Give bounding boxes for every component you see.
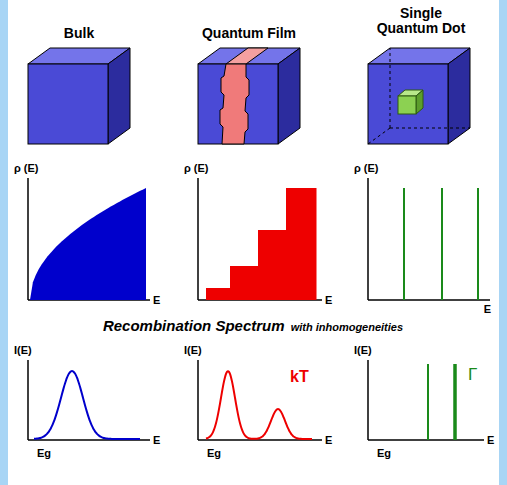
axis-label: E — [153, 294, 160, 306]
axis-label: Eg — [37, 447, 51, 459]
axis-label: E — [153, 434, 160, 446]
quantum-film-layer — [220, 48, 268, 144]
dos-axes — [28, 178, 150, 300]
dot-cube — [368, 48, 470, 144]
axis-label: E — [325, 434, 332, 446]
axis-label: E — [325, 294, 332, 306]
linewidth-symbol: Γ — [468, 366, 477, 385]
column-title: Single Quantum Dot — [371, 6, 471, 37]
spectrum-axes — [198, 360, 322, 440]
dot-dos — [404, 188, 478, 300]
axis-label: Eg — [377, 447, 391, 459]
column-title: Bulk — [64, 26, 94, 41]
axis-label: ρ (E) — [354, 162, 379, 174]
bulk-dos — [30, 188, 146, 300]
dos-axes — [198, 178, 322, 300]
section-subheading: with inhomogeneities — [291, 321, 403, 333]
axis-label: I(E) — [184, 344, 202, 356]
axis-label: ρ (E) — [14, 162, 39, 174]
spectrum-axes — [368, 360, 484, 440]
axis-label: E — [487, 434, 494, 446]
axis-label: Eg — [207, 447, 221, 459]
bulk-cube — [28, 48, 130, 144]
thermal-width: kT — [290, 368, 309, 386]
quantum-dot — [398, 90, 423, 114]
axis-label: I(E) — [14, 344, 32, 356]
dos-axes — [368, 178, 490, 300]
dot-spectrum — [428, 364, 455, 440]
section-heading: Recombination Spectrum — [103, 318, 285, 335]
film-dos — [206, 188, 317, 300]
axis-label: ρ (E) — [184, 162, 209, 174]
bulk-spectrum — [34, 371, 140, 439]
axis-label: E — [484, 303, 491, 315]
column-title: Quantum Film — [202, 26, 296, 41]
axis-label: I(E) — [354, 344, 372, 356]
film-cube — [198, 48, 300, 144]
spectrum-axes — [28, 360, 150, 440]
